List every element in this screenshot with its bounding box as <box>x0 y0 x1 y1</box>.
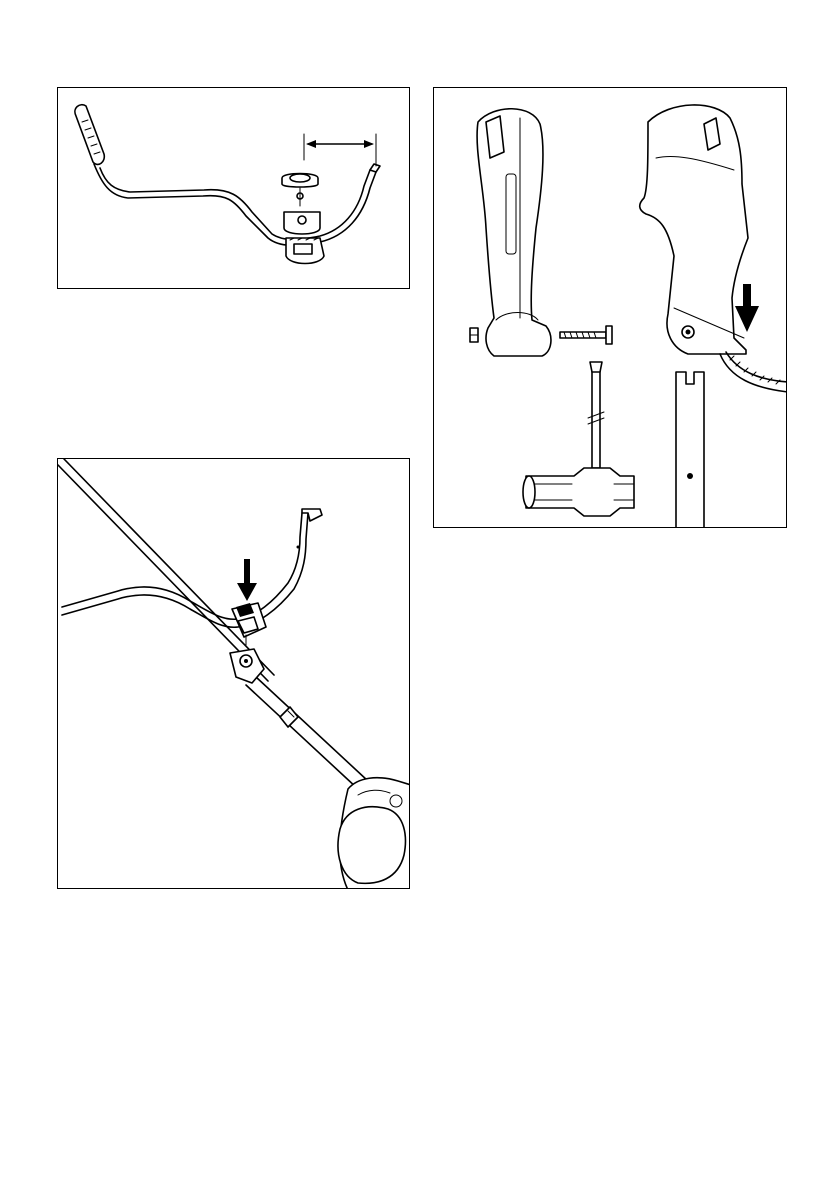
handlebar-icon <box>62 509 322 627</box>
left-grip-icon <box>75 105 104 165</box>
throttle-handle-illustration <box>434 88 787 528</box>
nut-icon <box>470 328 478 342</box>
down-arrow-icon <box>735 284 759 332</box>
clamp-icon <box>230 603 266 683</box>
handlebar-adjustment-illustration <box>58 88 410 289</box>
handlebar-mounting-illustration <box>58 459 410 889</box>
figure-throttle-handle-tools <box>433 87 787 528</box>
shaft-icon <box>58 459 368 789</box>
figure-handlebar-adjustment <box>57 87 410 289</box>
figure-handlebar-mounting <box>57 458 410 889</box>
knob-icon <box>282 174 318 207</box>
clamp-icon <box>284 212 324 264</box>
width-arrow-icon <box>304 134 376 166</box>
handlebar-icon <box>94 164 376 245</box>
screw-icon <box>560 326 612 344</box>
throttle-handle-icon <box>477 109 551 356</box>
combination-tool-icon <box>676 372 704 528</box>
socket-wrench-icon <box>523 362 634 516</box>
throttle-handle-side-icon <box>640 105 787 392</box>
down-arrow-icon <box>237 559 257 601</box>
engine-icon <box>338 778 410 889</box>
